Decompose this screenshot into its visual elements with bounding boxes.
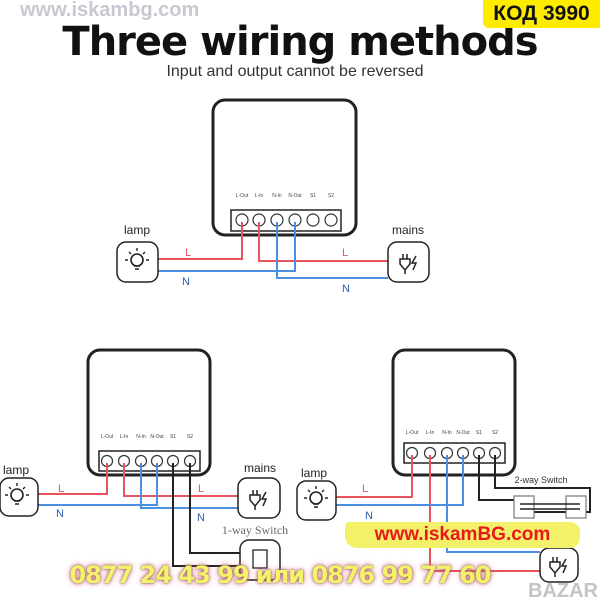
neutral-label: N xyxy=(56,508,64,520)
page-title: Three wiring methods xyxy=(62,19,537,65)
method-1-diagram: L-Out L-In N-In N-Out S1 S2 L N L N lamp… xyxy=(116,98,430,295)
neutral-label: N xyxy=(182,276,190,288)
lamp-box xyxy=(296,480,337,521)
terminal-label: N-Out xyxy=(288,193,302,199)
live-label: L xyxy=(342,247,348,259)
terminal-label: L-Out xyxy=(406,430,419,436)
terminal-label: S1 xyxy=(170,434,176,440)
lamp-box xyxy=(116,241,159,283)
terminal-label: N-Out xyxy=(150,434,164,440)
terminal-label: L-In xyxy=(120,434,129,440)
terminal-label: S1 xyxy=(476,430,482,436)
mains-box xyxy=(539,547,579,583)
terminal-label: L-In xyxy=(255,193,264,199)
terminal-label: L-Out xyxy=(236,193,249,199)
switch-icon xyxy=(252,549,268,569)
neutral-label: N xyxy=(365,510,373,522)
terminal-label: N-Out xyxy=(456,430,470,436)
live-label: L xyxy=(58,483,64,495)
two-way-switch xyxy=(513,495,535,519)
relay-module xyxy=(86,348,212,477)
terminal-label: N-In xyxy=(272,193,282,199)
neutral-label: N xyxy=(197,512,205,524)
site-watermark: www.iskamBG.com xyxy=(345,522,580,548)
terminal-label: N-In xyxy=(442,430,452,436)
method-3-diagram: L-Out L-In N-In N-Out S1 S2 L N lamp 2-w… xyxy=(296,348,591,583)
product-code-badge: КОД 3990 xyxy=(483,0,600,28)
mains-box xyxy=(237,477,281,519)
live-wire xyxy=(158,222,243,260)
neutral-wire xyxy=(158,222,296,272)
terminal-label: S2 xyxy=(187,434,193,440)
mains-box xyxy=(387,241,430,283)
lamp-label: lamp xyxy=(3,463,29,477)
one-way-switch xyxy=(239,539,281,581)
terminal-label: S2 xyxy=(492,430,498,436)
switch-label: 2-way Switch xyxy=(514,475,567,485)
terminal-label: L-Out xyxy=(101,434,114,440)
switch-label: 1-way Switch xyxy=(222,523,288,537)
two-way-switch xyxy=(565,495,587,519)
terminal-label: S1 xyxy=(310,193,316,199)
live-label: L xyxy=(198,483,204,495)
brand-watermark: BAZAR xyxy=(528,580,599,600)
page-subtitle: Input and output cannot be reversed xyxy=(166,63,423,80)
live-wire xyxy=(258,222,388,262)
terminal-label: S2 xyxy=(328,193,334,199)
top-watermark: www.iskambg.com xyxy=(20,0,200,21)
lamp-box xyxy=(0,477,39,517)
terminal-label: N-In xyxy=(136,434,146,440)
phone-watermark: 0877 24 43 99 или 0876 99 77 60 xyxy=(69,561,491,589)
live-label: L xyxy=(185,247,191,259)
terminal-label: L-In xyxy=(426,430,435,436)
method-2-diagram: L-Out L-In N-In N-Out S1 S2 L N L N lamp… xyxy=(0,348,288,581)
neutral-label: N xyxy=(342,283,350,295)
lamp-label: lamp xyxy=(124,223,150,237)
mains-label: mains xyxy=(392,223,424,237)
relay-module xyxy=(211,98,358,237)
live-label: L xyxy=(362,483,368,495)
lamp-label: lamp xyxy=(301,466,327,480)
neutral-wire xyxy=(276,222,388,279)
mains-label: mains xyxy=(244,461,276,475)
